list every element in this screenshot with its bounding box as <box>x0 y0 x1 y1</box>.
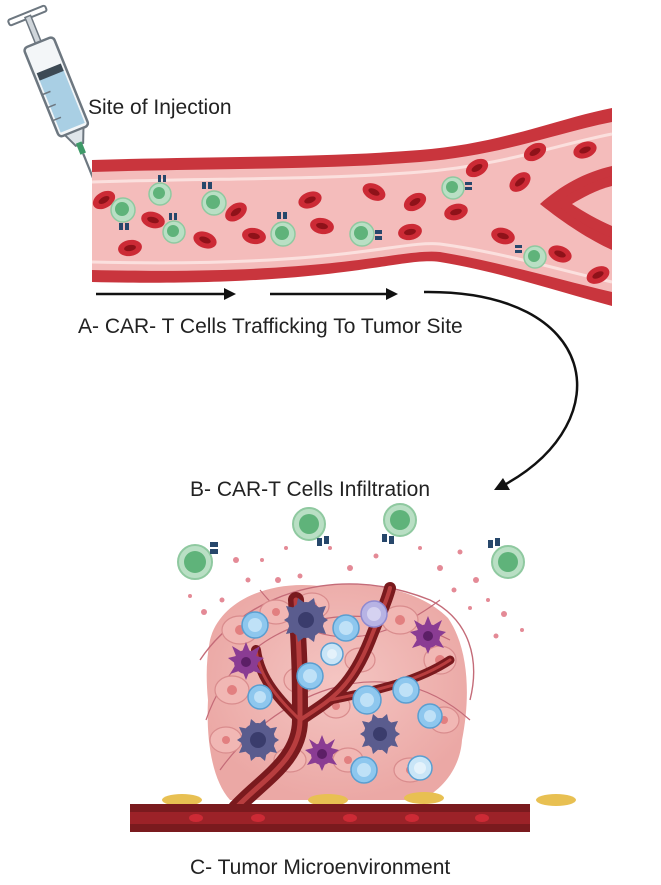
lymphocyte <box>247 684 273 710</box>
immune-cells <box>241 600 443 784</box>
flow-arrows <box>96 288 579 490</box>
car-t-cell <box>349 221 382 247</box>
lymphocyte <box>352 685 382 715</box>
red-blood-cell <box>548 245 572 263</box>
fat-cell <box>308 794 348 806</box>
car-t-cell <box>382 503 417 544</box>
blood-vessel <box>91 108 613 306</box>
red-blood-cell <box>92 190 116 210</box>
macrophage <box>360 714 400 754</box>
arrow-head <box>494 478 510 490</box>
red-blood-cell <box>523 142 547 162</box>
tumor-vasculature <box>228 582 455 816</box>
lymphocyte <box>350 756 378 784</box>
car-t-cell <box>488 538 525 579</box>
red-blood-cell <box>573 141 597 159</box>
base-blood-vessel <box>130 792 576 832</box>
lymphocyte <box>332 614 360 642</box>
red-blood-cell <box>310 217 334 235</box>
injection-site-label: Site of Injection <box>88 96 232 119</box>
red-blood-cell <box>118 239 142 257</box>
dendritic-cell <box>228 642 264 680</box>
lymphocyte <box>241 611 269 639</box>
red-blood-cell <box>193 231 217 249</box>
car-t-cells-in-vessel <box>110 175 547 269</box>
red-blood-cell <box>465 158 489 178</box>
car-t-cell <box>177 542 218 580</box>
red-blood-cells <box>92 141 610 284</box>
car-t-cell <box>148 175 172 206</box>
vessel-branch-inner <box>572 186 612 226</box>
curved-arrow <box>423 290 579 486</box>
infiltration-label: B- CAR-T Cells Infiltration <box>190 478 430 501</box>
lymphocyte <box>417 703 443 729</box>
macrophage <box>284 598 328 642</box>
vessel-highlight <box>91 132 613 184</box>
car-t-cell <box>201 182 227 216</box>
infiltrating-car-t-cells <box>177 503 525 580</box>
tumor-mass <box>199 582 475 816</box>
vessel-highlight-lower <box>91 242 613 284</box>
red-blood-cell <box>509 172 531 192</box>
red-blood-cell <box>491 227 515 245</box>
car-t-cell <box>292 507 329 546</box>
car-t-cell <box>515 245 547 269</box>
dendritic-cell <box>410 616 446 654</box>
fat-cell <box>404 792 444 804</box>
trafficking-label: A- CAR- T Cells Trafficking To Tumor Sit… <box>78 315 463 338</box>
lymphocyte <box>360 600 388 628</box>
syringe-icon <box>7 4 105 205</box>
car-t-cell <box>110 197 136 230</box>
lymphocyte <box>392 676 420 704</box>
dendritic-cell <box>305 735 339 771</box>
red-blood-cells <box>189 814 489 822</box>
microenvironment-label: C- Tumor Microenvironment <box>190 856 450 879</box>
fat-cell <box>162 794 202 806</box>
lymphocyte <box>320 642 344 666</box>
lymphocyte <box>407 755 433 781</box>
lymphocyte <box>296 662 324 690</box>
arrow-head <box>224 288 236 300</box>
red-blood-cell <box>225 202 247 222</box>
macrophage <box>237 719 279 761</box>
arrow-head <box>386 288 398 300</box>
red-blood-cell <box>298 191 322 209</box>
car-t-cell <box>270 212 296 247</box>
red-blood-cell <box>403 192 427 212</box>
red-blood-cell <box>362 183 386 201</box>
red-blood-cell <box>586 266 610 284</box>
red-blood-cell <box>141 211 165 229</box>
red-blood-cell <box>444 203 468 221</box>
car-t-cell <box>441 176 472 200</box>
car-t-cell <box>162 213 186 244</box>
red-blood-cell <box>242 227 266 245</box>
red-blood-cell <box>398 223 422 241</box>
fat-cell <box>536 794 576 806</box>
